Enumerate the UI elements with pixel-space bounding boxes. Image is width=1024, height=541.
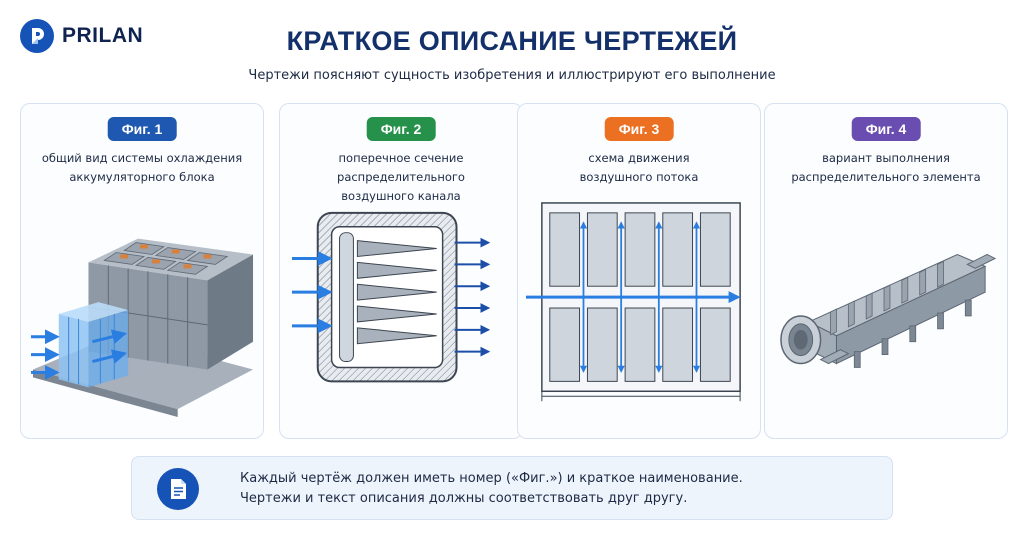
- air-channel-section-illustration: [288, 192, 514, 428]
- figure-caption: общий вид системы охлаждения аккумулятор…: [31, 149, 253, 187]
- caption-line: распределительного: [337, 170, 465, 184]
- caption-line: воздушного канала: [341, 189, 461, 203]
- airflow-scheme-illustration: [526, 192, 752, 428]
- caption-line: поперечное сечение: [338, 151, 464, 165]
- figure-card-2: Фиг. 2 поперечное сечение распределитель…: [279, 103, 523, 439]
- note-line: Чертежи и текст описания должны соответс…: [240, 491, 688, 506]
- prilan-logo-icon: [20, 19, 54, 53]
- caption-line: воздушного потока: [579, 170, 699, 184]
- caption-line: общий вид системы охлаждения: [41, 151, 243, 165]
- page-subtitle: Чертежи поясняют сущность изобретения и …: [248, 68, 776, 83]
- figure-badge: Фиг. 4: [851, 117, 921, 141]
- figure-card-3: Фиг. 3 схема движения воздушного потока: [517, 103, 761, 439]
- page-title: КРАТКОЕ ОПИСАНИЕ ЧЕРТЕЖЕЙ: [286, 26, 738, 56]
- note-line: Каждый чертёж должен иметь номер («Фиг.»…: [240, 471, 743, 486]
- caption-line: распределительного элемента: [791, 170, 981, 184]
- figure-caption: поперечное сечение распределительного во…: [290, 149, 512, 206]
- figure-badge: Фиг. 1: [107, 117, 177, 141]
- figure-card-1: Фиг. 1 общий вид системы охлаждения акку…: [20, 103, 264, 439]
- document-icon: [157, 468, 199, 510]
- caption-line: аккумуляторного блока: [69, 170, 215, 184]
- info-note: Каждый чертёж должен иметь номер («Фиг.»…: [131, 456, 893, 520]
- figure-caption: схема движения воздушного потока: [528, 149, 750, 187]
- distribution-element-illustration: [773, 192, 999, 428]
- caption-line: схема движения: [588, 151, 690, 165]
- figure-caption: вариант выполнения распределительного эл…: [775, 149, 997, 187]
- figure-card-4: Фиг. 4 вариант выполнения распределитель…: [764, 103, 1008, 439]
- caption-line: вариант выполнения: [822, 151, 950, 165]
- figure-badge: Фиг. 2: [366, 117, 436, 141]
- logo-text: PRILAN: [62, 24, 144, 47]
- battery-cooling-illustration: [29, 192, 255, 428]
- figure-badge: Фиг. 3: [604, 117, 674, 141]
- brand-logo: PRILAN: [20, 19, 143, 53]
